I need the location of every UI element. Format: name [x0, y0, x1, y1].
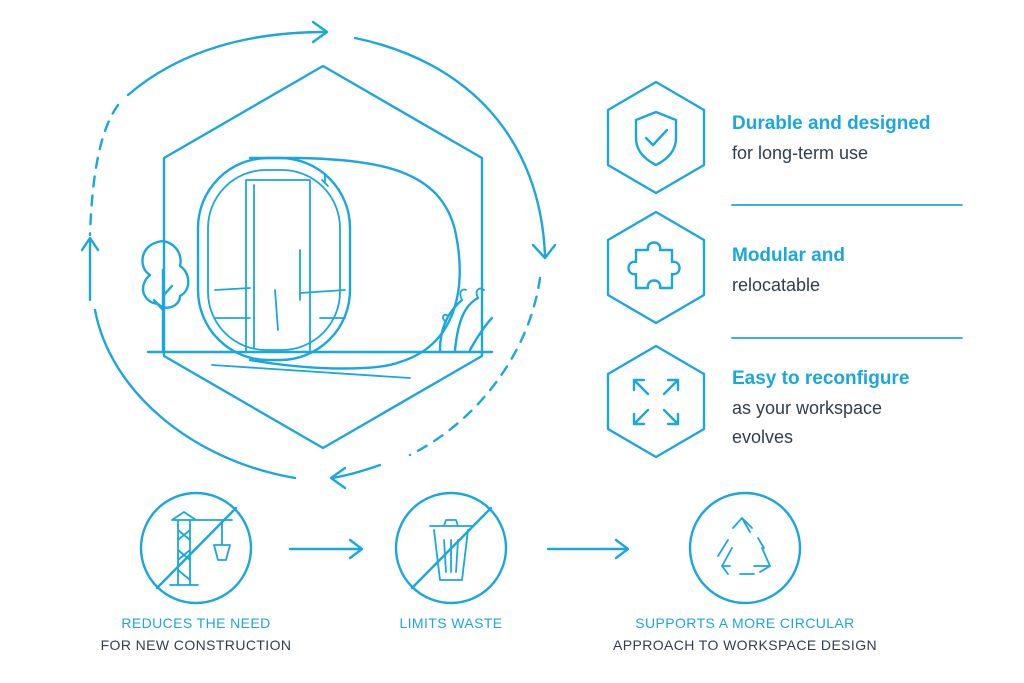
feature-hexagon [606, 80, 706, 195]
pod-furniture [214, 287, 346, 331]
feature-title: Modular and [732, 245, 845, 266]
crane-slash [155, 506, 238, 590]
office-pod-icon [196, 156, 461, 379]
cycle-arc-top [126, 30, 327, 97]
recycle-arrows [721, 517, 771, 575]
flow-arrowhead-2-icon [614, 538, 630, 560]
pod-front-inner [207, 169, 341, 351]
cycle-arc-left-dashed [88, 103, 120, 237]
arrowhead-left-icon [80, 236, 100, 252]
puzzle-piece-icon [627, 241, 681, 290]
flow-arrowhead-1-icon [348, 538, 364, 560]
caption-line2: FOR NEW CONSTRUCTION [100, 637, 292, 653]
bush-stems [438, 296, 494, 352]
feature-title: Easy to reconfigure [732, 368, 910, 389]
feature-hex-3 [606, 344, 706, 459]
benefit-circle-2 [394, 491, 508, 605]
caption-line1: SUPPORTS A MORE CIRCULAR [635, 615, 855, 631]
crane-shape [169, 511, 233, 586]
feature-title: Durable and designed [732, 113, 931, 134]
arrowhead-bottom-icon [329, 466, 347, 490]
benefit-caption-2: LIMITS WASTE [351, 612, 551, 634]
feature-hexagon [606, 210, 706, 325]
arrowhead-top-icon [311, 20, 329, 44]
cycle-arc-right-dashed [408, 276, 542, 457]
pod-front-frame [196, 156, 352, 362]
cycle-arrows [80, 20, 557, 490]
pod-base [211, 364, 411, 379]
expand-arrows-icon [632, 378, 680, 426]
feature-1: Durable and designed for long-term use [732, 109, 930, 168]
feature-subtitle: as your workspace [732, 398, 883, 418]
main-hexagon [162, 64, 484, 450]
trash-slash [410, 506, 493, 590]
pod-lamp [321, 173, 329, 187]
bush-icon [438, 287, 494, 352]
arrowhead-right-icon [531, 243, 557, 260]
benefit-caption-1: REDUCES THE NEED FOR NEW CONSTRUCTION [76, 612, 316, 656]
cycle-arc-right [353, 36, 547, 257]
feature-hex-1 [606, 80, 706, 195]
feature-3: Easy to reconfigure as your workspace ev… [732, 364, 909, 452]
tree-icon [141, 240, 190, 352]
benefit-caption-3: SUPPORTS A MORE CIRCULAR APPROACH TO WOR… [585, 612, 905, 656]
feature-2: Modular and relocatable [732, 241, 845, 300]
tree-crown [141, 240, 190, 309]
recycle-links [717, 537, 765, 575]
feature-hexagon [606, 344, 706, 459]
benefit-circle-1 [139, 491, 253, 605]
feature-subtitle-line2: evolves [732, 427, 794, 447]
caption-line2: APPROACH TO WORKSPACE DESIGN [612, 637, 878, 653]
feature-subtitle: relocatable [732, 275, 821, 295]
cycle-arc-bottom-right [330, 463, 382, 480]
cycle-arc-bottom-left [93, 308, 297, 480]
feature-subtitle: for long-term use [732, 143, 869, 163]
feature-hex-2 [606, 210, 706, 325]
trash-crossed-icon [394, 491, 508, 605]
caption-line1: LIMITS WASTE [399, 615, 503, 631]
benefit-circle-3 [688, 491, 802, 605]
bush-leaves [442, 287, 485, 323]
crane-crossed-icon [139, 491, 253, 605]
shield-check-icon [634, 110, 678, 167]
recycle-icon [688, 491, 802, 605]
tree-trunk [152, 268, 174, 352]
caption-line1: REDUCES THE NEED [121, 615, 271, 631]
pod-shell [248, 156, 461, 370]
